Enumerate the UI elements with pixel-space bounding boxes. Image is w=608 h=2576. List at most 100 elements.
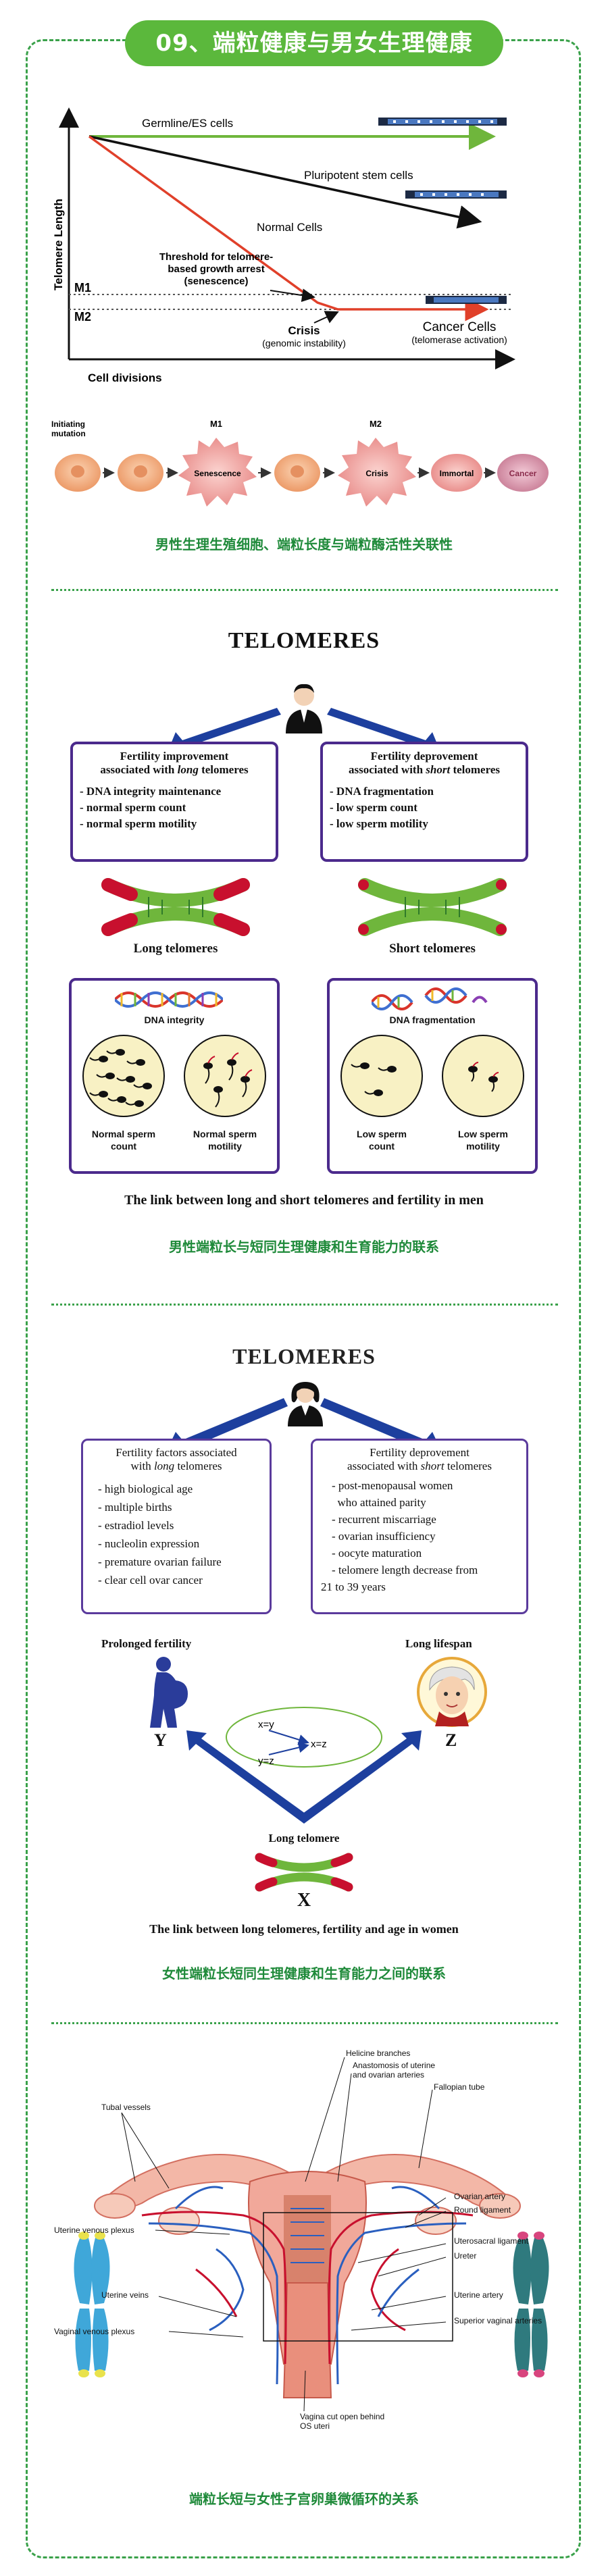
uterine-artery-label: Uterine artery [454,2290,503,2300]
list-item: who attained parity [332,1496,426,1509]
threshold-label-2: based growth arrest [168,263,264,275]
divider-2 [51,1304,558,1306]
label-line: Low sperm [357,1129,407,1139]
ureter-label: Ureter [454,2251,476,2261]
normal-sperm-motility-icon [184,1035,266,1117]
box-heading: Fertility deprovement [370,1446,470,1459]
short-telomere-chromosome-icon [358,878,507,936]
list-item: 21 to 39 years [321,1580,386,1593]
list-item: - normal sperm count [80,801,186,814]
normal-cells-label: Normal Cells [257,221,322,234]
detail-box [263,2212,453,2342]
cancer-chromosome-icon [426,296,507,304]
long-lifespan-label: Long lifespan [405,1637,472,1650]
women-link-text: The link between long telomeres, fertili… [149,1922,459,1936]
normal-sperm-motility-label: Normal sperm motility [174,1128,276,1152]
long-telomeres-label: Long telomeres [133,942,218,956]
label-line: count [110,1141,137,1152]
mutation-label: mutation [51,429,86,438]
immortal-cell [431,454,482,492]
dna-integrity-label: DNA integrity [144,1014,205,1025]
dna-fragmentation-label: DNA fragmentation [389,1014,476,1025]
superior-vaginal-label: Superior vaginal arteries [454,2316,542,2325]
anastomosis-label: Anastomosis of uterine [353,2061,435,2070]
box-heading-2c: telomeres [198,763,249,776]
women-long-telomere-box: Fertility factors associated with long t… [81,1439,272,1614]
low-sperm-motility-label: Low sperm motility [432,1128,534,1152]
list-item: - low sperm motility [330,817,428,830]
y-label: Y [154,1730,167,1750]
divider-1 [51,589,558,591]
label-line: motility [466,1141,500,1152]
women-short-telomere-box: Fertility deprovement associated with sh… [311,1439,528,1614]
box-heading: Fertility factors associated [116,1446,237,1459]
teal-chromosome-icon [513,2232,549,2377]
list-item: - ovarian insufficiency [332,1530,436,1543]
eq-x-y: x=y [258,1719,274,1730]
m1-label: M1 [74,281,91,294]
dna-fragmentation-icon [372,987,488,1010]
telomere-length-chart: Telomere Length Cell divisions M1 M2 Ger… [52,107,515,384]
initiating-label: Initiating [51,419,85,429]
helicine-label: Helicine branches [346,2049,410,2058]
vaginal-venous-label: Vaginal venous plexus [54,2327,134,2336]
fallopian-label: Fallopian tube [434,2082,485,2092]
triangle-relationship-diagram: x=y x=z y=z [186,1707,422,1824]
divider-3 [51,2022,558,2024]
section2-title: TELOMERES [228,628,380,653]
cancer-sub-label: (telomerase activation) [411,334,507,345]
eq-y-z: y=z [258,1755,274,1767]
fertility-deprovement-box: Fertility deprovement associated with sh… [320,742,528,862]
section1-caption: 男性生理生殖细胞、端粒长度与端粒酶活性关联性 [155,536,453,552]
woman-avatar-icon [288,1382,323,1426]
x-axis-label: Cell divisions [88,371,162,384]
cancer-cells-label: Cancer Cells [423,320,497,334]
list-item: - DNA integrity maintenance [80,785,222,798]
germline-chromosome-icon [378,118,507,126]
section3-caption: 女性端粒长短同生理健康和生育能力之间的联系 [162,1965,446,1982]
round-ligament-label: Round ligament [454,2205,511,2215]
x-label: X [297,1890,311,1911]
threshold-label: Threshold for telomere- [159,251,273,263]
list-item: - telomere length decrease from [332,1564,478,1576]
label-line: motility [208,1141,242,1152]
long-telomere-label: Long telomere [268,1832,340,1845]
anastomosis-label-2: and ovarian arteries [353,2070,424,2080]
list-item: - premature ovarian failure [98,1555,222,1568]
label-line: Normal sperm [91,1129,156,1139]
box-heading: Fertility deprovement [370,750,478,763]
list-item: - post-menopausal women [332,1479,453,1492]
uterine-venous-label: Uterine venous plexus [54,2225,134,2235]
label-line: Normal sperm [193,1129,257,1139]
crisis-sub-label: (genomic instability) [262,338,346,349]
crisis-cell [338,438,416,507]
box-heading-2c: telomeres [444,1460,492,1472]
list-item: - clear cell ovar cancer [98,1574,203,1587]
cancer-cell [497,454,549,492]
immortal-label: Immortal [440,469,474,478]
list-item: - low sperm count [330,801,417,814]
label-line: count [368,1141,395,1152]
ovarian-artery-label: Ovarian artery [454,2192,505,2201]
list-item: - multiple births [98,1501,172,1514]
fertility-improvement-box: Fertility improvement associated with lo… [70,742,278,862]
m2-label: M2 [74,310,91,324]
box-heading-2a: with [130,1460,154,1472]
cell-progression-diagram: Initiating mutation M1 Senescence M2 Cri… [51,419,549,507]
pregnant-woman-icon [150,1657,188,1728]
pluripotent-line [88,135,482,229]
box-heading-2a: associated with [100,763,178,776]
list-item: - estradiol levels [98,1519,174,1532]
m2-cell-label: M2 [370,419,382,429]
label-line: Low sperm [458,1129,508,1139]
uterus-ovary-circulation-diagram: Helicine branches Anastomosis of uterine… [54,2049,549,2431]
box-heading-2b: short [426,763,451,776]
list-item: - high biological age [98,1483,193,1495]
svg-text:Threshold for telomere-: Threshold for telomere- [159,251,273,263]
long-telomere-chromosome-icon [101,878,250,936]
list-item: - oocyte maturation [332,1547,422,1560]
short-telomeres-label: Short telomeres [389,942,476,956]
uterosacral-label: Uterosacral ligament [454,2236,529,2246]
prolonged-fertility-label: Prolonged fertility [101,1637,192,1650]
list-item: - normal sperm motility [80,817,197,830]
